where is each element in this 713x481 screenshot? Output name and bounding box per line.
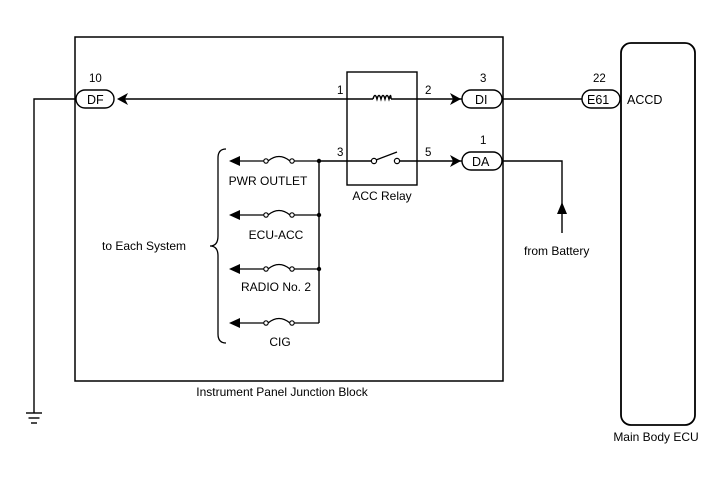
- relay-pin-5: 5: [425, 147, 431, 159]
- fuse-arrow-icon: [229, 318, 240, 328]
- connector-da-label: DA: [472, 155, 490, 169]
- connector-e61-label: E61: [587, 93, 609, 107]
- fuse-row-radio-no2: RADIO No. 2: [229, 263, 319, 294]
- fuse-arrow-icon: [229, 156, 240, 166]
- connector-e61-pin: 22: [593, 73, 606, 85]
- ground-icon: [26, 412, 42, 424]
- di-arrow-icon: [450, 93, 461, 105]
- ground-wire: [33, 98, 76, 413]
- fuse-arrow-icon: [229, 210, 240, 220]
- curly-brace: [209, 148, 227, 344]
- fuse-row-cig: CIG: [229, 317, 319, 349]
- switch-contact-left: [370, 157, 378, 165]
- main-body-ecu-box: [620, 42, 696, 426]
- relay-coil-symbol: [372, 94, 392, 102]
- to-each-system-label: to Each System: [102, 239, 186, 253]
- fuse-icon: [267, 317, 291, 324]
- relay-pin-2: 2: [425, 85, 431, 97]
- junction-block-label: Instrument Panel Junction Block: [196, 385, 368, 399]
- fuse-icon: [267, 263, 291, 270]
- connector-di-pin: 3: [480, 73, 486, 85]
- junction-block-box: [74, 36, 504, 382]
- df-arrow-icon: [117, 93, 128, 105]
- fuse-label-pwr-outlet: PWR OUTLET: [229, 174, 308, 188]
- fuse-icon: [267, 209, 291, 216]
- fuse-row-ecu-acc: ECU-ACC: [229, 209, 319, 242]
- connector-df-pin: 10: [89, 73, 102, 85]
- battery-arrow-icon: [557, 202, 567, 214]
- da-battery-wire: [502, 160, 563, 233]
- connector-da-pin: 1: [480, 135, 486, 147]
- fuse-row-pwr-outlet: PWR OUTLET: [229, 155, 319, 188]
- switch-contact-right: [393, 157, 401, 165]
- fuse-arrow-icon: [229, 264, 240, 274]
- ecu-pin-label: ACCD: [627, 93, 662, 107]
- da-arrow-icon: [450, 155, 461, 167]
- acc-relay-box: [346, 71, 418, 186]
- fuse-label-radio-no2: RADIO No. 2: [241, 280, 311, 294]
- fuse-label-cig: CIG: [269, 335, 290, 349]
- relay-pin-1: 1: [337, 85, 343, 97]
- connector-df-label: DF: [87, 93, 104, 107]
- fuse-label-ecu-acc: ECU-ACC: [249, 228, 304, 242]
- relay-pin-3: 3: [337, 147, 343, 159]
- from-battery-label: from Battery: [524, 244, 589, 258]
- fuse-icon: [267, 155, 291, 162]
- acc-relay-label: ACC Relay: [352, 189, 411, 203]
- switch-blade: [375, 151, 398, 161]
- main-body-ecu-label: Main Body ECU: [613, 430, 698, 444]
- connector-di-label: DI: [475, 93, 488, 107]
